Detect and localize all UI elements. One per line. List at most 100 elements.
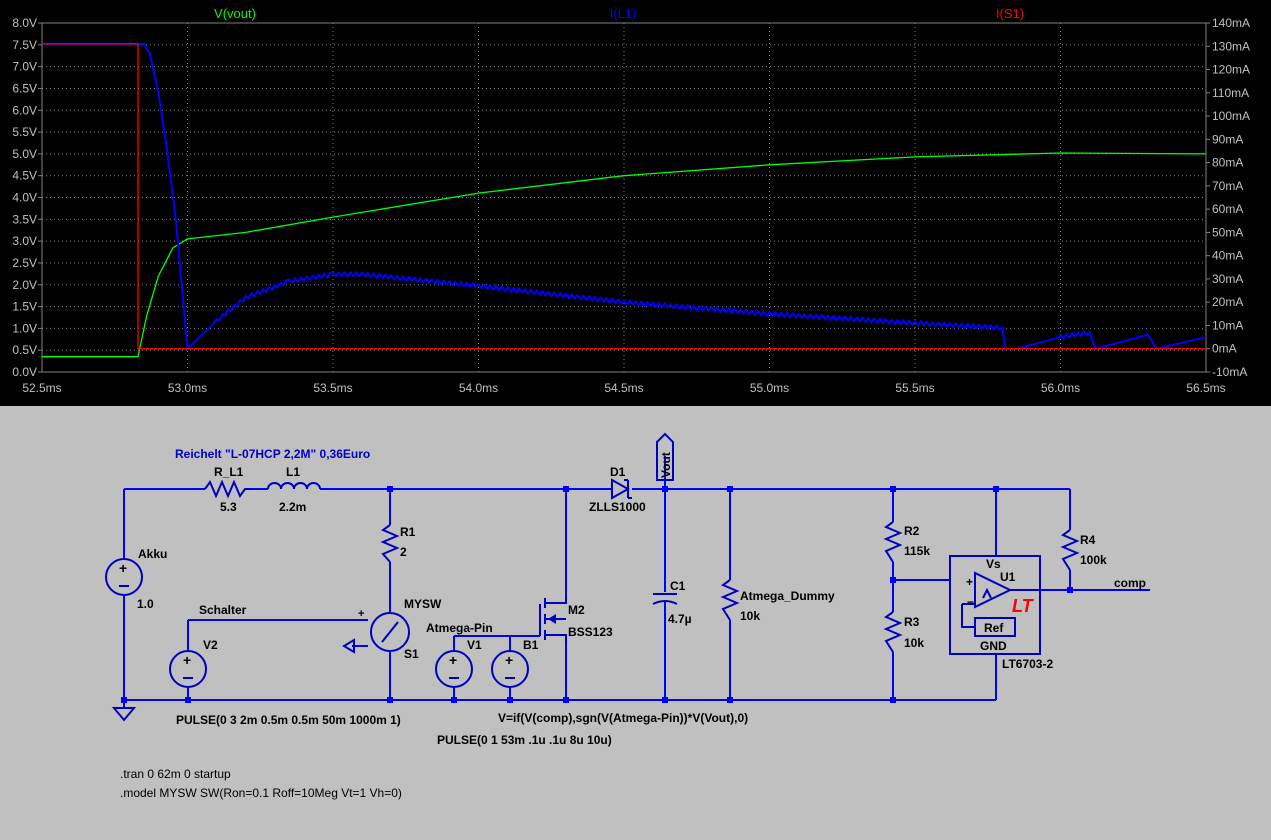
junctions (121, 486, 1073, 703)
d1-name: D1 (610, 465, 626, 479)
y-left-tick-label: 2.5V (12, 256, 37, 270)
plus-icon: + (358, 608, 364, 620)
resistor-r3[interactable] (883, 611, 903, 653)
schematic-canvas[interactable]: R_L1 5.3 L1 2.2m Reichelt "L-07HCP 2,2M"… (0, 406, 1271, 835)
diode-d1[interactable] (610, 478, 632, 500)
atmega-dummy-value: 10k (740, 609, 760, 623)
inductor-note: Reichelt "L-07HCP 2,2M" 0,36Euro (175, 447, 370, 461)
v1-name: V1 (467, 638, 482, 652)
v2-value: PULSE(0 3 2m 0.5m 0.5m 50m 1000m 1) (176, 713, 401, 727)
atmega-pin-label: Atmega-Pin (426, 621, 493, 635)
behavioral-source-b1[interactable]: + (491, 650, 529, 688)
resistor-r4[interactable] (1060, 529, 1080, 571)
resistor-atmega-dummy[interactable] (720, 579, 740, 621)
r3-value: 10k (904, 636, 924, 650)
vout-label: Vout (659, 452, 673, 478)
y-right-tick-label: 120mA (1212, 63, 1250, 77)
u1-vs-label: Vs (986, 557, 1001, 571)
directive-model[interactable]: .model MYSW SW(Ron=0.1 Roff=10Meg Vt=1 V… (120, 786, 402, 800)
ground-icon[interactable] (111, 707, 137, 722)
resistor-r2[interactable] (883, 521, 903, 563)
voltage-source-v1[interactable]: + (435, 650, 473, 688)
y-right-tick-label: 130mA (1212, 39, 1250, 53)
lt-logo: LT (1012, 596, 1035, 616)
y-left-tick-label: 7.0V (12, 60, 37, 74)
inductor-l1[interactable] (267, 482, 321, 490)
directive-tran[interactable]: .tran 0 62m 0 startup (120, 767, 231, 781)
x-tick-label: 53.5ms (313, 381, 352, 395)
x-tick-label: 56.0ms (1041, 381, 1080, 395)
y-right-tick-label: 30mA (1212, 272, 1243, 286)
wires[interactable] (123, 456, 1150, 708)
voltage-source-akku[interactable]: + (105, 558, 143, 596)
y-right-tick-label: -10mA (1212, 365, 1247, 379)
x-tick-label: 54.0ms (459, 381, 498, 395)
waveform-viewer[interactable]: 52.5ms 53.0ms 53.5ms 54.0ms 54.5ms 55.0ms 55.5… (0, 0, 1271, 406)
m2-name: M2 (568, 603, 585, 617)
x-tick-label: 52.5ms (22, 381, 61, 395)
plus-icon: + (966, 575, 973, 589)
b1-value: V=if(V(comp),sgn(V(Atmega-Pin))*V(Vout),… (498, 711, 748, 725)
legend-vvout[interactable]: V(vout) (214, 6, 256, 21)
legend-is1[interactable]: I(S1) (996, 6, 1024, 21)
schalter-label: Schalter (199, 603, 247, 617)
plus-icon: + (183, 652, 191, 668)
mosfet-m2[interactable] (539, 598, 567, 642)
y-left-tick-label: 5.0V (12, 147, 37, 161)
y-right-tick-label: 100mA (1212, 109, 1250, 123)
c1-name: C1 (670, 579, 686, 593)
r-l1-value: 5.3 (220, 500, 237, 514)
x-tick-label: 54.5ms (604, 381, 643, 395)
y-right-tick-label: 140mA (1212, 16, 1250, 30)
schematic-editor[interactable]: R_L1 5.3 L1 2.2m Reichelt "L-07HCP 2,2M"… (0, 406, 1271, 835)
y-right-tick-label: 10mA (1212, 318, 1243, 332)
d1-value: ZLLS1000 (589, 500, 646, 514)
y-right-tick-label: 70mA (1212, 179, 1243, 193)
trace-is1[interactable] (42, 43, 1206, 350)
plus-icon: + (449, 652, 457, 668)
r2-name: R2 (904, 524, 920, 538)
y-left-tick-label: 4.5V (12, 169, 37, 183)
y-left-tick-label: 3.5V (12, 212, 37, 226)
minus-icon: − (967, 595, 974, 609)
resistor-r-l1[interactable] (204, 479, 250, 499)
trace-vvout[interactable] (42, 152, 1207, 358)
x-tick-label: 55.5ms (895, 381, 934, 395)
waveform-plot[interactable]: 52.5ms 53.0ms 53.5ms 54.0ms 54.5ms 55.0ms 55.5… (0, 0, 1271, 406)
y-left-tick-label: 0.5V (12, 343, 37, 357)
resistor-r1[interactable] (380, 524, 400, 563)
switch-s1[interactable]: + (342, 608, 410, 654)
plus-icon: + (119, 560, 127, 576)
trace-il1[interactable] (42, 42, 1207, 351)
comparator-u1[interactable]: + − (949, 555, 1041, 655)
y-left-tick-label: 1.0V (12, 321, 37, 335)
v2-name: V2 (203, 638, 218, 652)
y-left-tick-label: 8.0V (12, 16, 37, 30)
y-left-tick-label: 7.5V (12, 38, 37, 52)
x-tick-label: 53.0ms (168, 381, 207, 395)
y-left-tick-label: 5.5V (12, 125, 37, 139)
y-right-tick-label: 90mA (1212, 132, 1243, 146)
m2-value: BSS123 (568, 625, 613, 639)
akku-name: Akku (138, 547, 167, 561)
u1-gnd-label: GND (980, 639, 1007, 653)
vout-net-flag[interactable] (656, 432, 674, 481)
voltage-source-v2[interactable]: + (169, 650, 207, 688)
r4-name: R4 (1080, 533, 1096, 547)
y-left-tick-label: 6.5V (12, 81, 37, 95)
s1-name: S1 (404, 647, 419, 661)
r-l1-name: R_L1 (214, 465, 244, 479)
c1-value: 4.7µ (668, 612, 692, 626)
l1-name: L1 (286, 465, 300, 479)
u1-name: U1 (1000, 570, 1016, 584)
y-right-tick-label: 0mA (1212, 342, 1237, 356)
comp-label: comp (1114, 576, 1146, 590)
y-left-tick-label: 6.0V (12, 103, 37, 117)
legend-il1[interactable]: I(L1) (610, 6, 637, 21)
y-right-tick-label: 80mA (1212, 156, 1243, 170)
plus-icon: + (505, 652, 513, 668)
y-left-tick-label: 1.5V (12, 300, 37, 314)
x-tick-label: 55.0ms (750, 381, 789, 395)
s1-model: MYSW (404, 597, 442, 611)
capacitor-c1[interactable] (652, 593, 678, 605)
